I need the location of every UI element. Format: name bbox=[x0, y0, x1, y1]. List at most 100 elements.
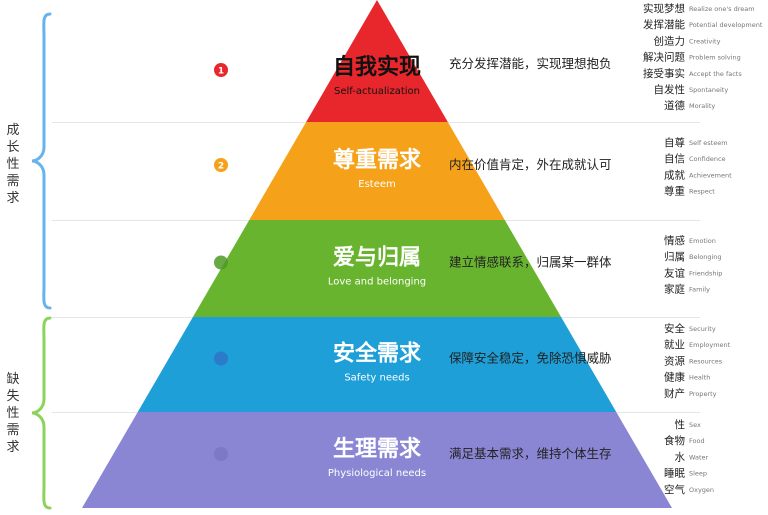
deficiency-needs-bracket bbox=[31, 316, 52, 510]
level-title-physiological: 生理需求 bbox=[333, 437, 421, 462]
item-label-en: Respect bbox=[689, 188, 715, 196]
item-label: 成就 bbox=[664, 168, 685, 181]
marker-dot bbox=[214, 351, 228, 366]
level-title-safety: 安全需求 bbox=[333, 341, 421, 367]
level-description-self-actualization: 充分发挥潜能，实现理想抱负 bbox=[449, 56, 612, 71]
item-label: 安全 bbox=[664, 322, 685, 335]
item-label-en: Accept the facts bbox=[689, 70, 742, 78]
pyramid: 自我实现 Self-actualization 尊重需求 Esteem 爱与归属 Love… bbox=[82, 0, 672, 508]
item-label: 水 bbox=[675, 451, 686, 463]
item-label-en: Achievement bbox=[689, 171, 732, 179]
item-label-en: Security bbox=[689, 325, 716, 333]
level-title-self-actualization: 自我实现 bbox=[333, 54, 421, 80]
item-label: 自信 bbox=[664, 152, 685, 165]
level-marker-self-actualization: 1 bbox=[214, 63, 228, 77]
item-label: 情感 bbox=[664, 234, 685, 247]
level-description-physiological: 满足基本需求，维持个体生存 bbox=[449, 446, 612, 461]
vertical-label-char: 缺 bbox=[6, 372, 19, 387]
item-label-en: Food bbox=[689, 437, 705, 445]
item-label-en: Water bbox=[689, 453, 709, 461]
level-marker-physiological bbox=[214, 447, 228, 461]
marker-dot bbox=[214, 63, 228, 77]
item-label: 解决问题 bbox=[643, 51, 685, 64]
item-label: 接受事实 bbox=[643, 67, 685, 80]
item-label: 食物 bbox=[664, 434, 685, 447]
item-label: 自尊 bbox=[664, 136, 685, 149]
item-label-en: Oxygen bbox=[689, 486, 714, 494]
level-marker-esteem: 2 bbox=[214, 158, 228, 172]
item-label-en: Resources bbox=[689, 357, 723, 365]
item-label-en: Self esteem bbox=[689, 139, 728, 147]
pyramid-band-love-belonging bbox=[192, 220, 562, 317]
pyramid-band-physiological bbox=[82, 412, 672, 508]
item-label-en: Confidence bbox=[689, 155, 726, 163]
item-label: 家庭 bbox=[664, 283, 685, 296]
marker-number: 2 bbox=[218, 162, 224, 172]
level-marker-safety bbox=[214, 351, 228, 366]
level-title-love-belonging: 爱与归属 bbox=[333, 246, 421, 271]
item-label-en: Sex bbox=[689, 421, 701, 429]
marker-dot bbox=[214, 447, 228, 461]
vertical-label-char: 失 bbox=[6, 389, 19, 404]
pyramid-level-esteem: 尊重需求 Esteem bbox=[249, 122, 505, 220]
vertical-label-char: 求 bbox=[6, 191, 19, 206]
pyramid-level-safety: 安全需求 Safety needs bbox=[137, 317, 617, 412]
item-label: 创造力 bbox=[654, 34, 686, 47]
item-label: 财产 bbox=[664, 387, 685, 400]
item-label-en: Belonging bbox=[689, 253, 722, 261]
pyramid-level-love-belonging: 爱与归属 Love and belonging bbox=[192, 220, 562, 317]
item-label: 睡眠 bbox=[664, 467, 685, 480]
marker-dot bbox=[214, 158, 228, 172]
item-label-en: Sleep bbox=[689, 470, 707, 478]
pyramid-band-esteem bbox=[249, 122, 505, 220]
item-label-en: Problem solving bbox=[689, 54, 741, 62]
level-title-esteem: 尊重需求 bbox=[333, 147, 421, 173]
vertical-label-char: 性 bbox=[6, 157, 19, 172]
item-label: 健康 bbox=[664, 371, 685, 384]
level-marker-love-belonging bbox=[214, 255, 228, 270]
item-label: 资源 bbox=[664, 354, 685, 367]
pyramid-level-physiological: 生理需求 Physiological needs bbox=[82, 412, 672, 508]
item-label: 空气 bbox=[664, 483, 685, 496]
item-label-en: Health bbox=[689, 374, 710, 382]
item-label: 自发性 bbox=[654, 83, 686, 96]
level-descriptions: 充分发挥潜能，实现理想抱负内在价值肯定，外在成就认可建立情感联系，归属某一群体保… bbox=[449, 56, 612, 461]
level-description-safety: 保障安全稳定，免除恐惧威胁 bbox=[449, 351, 612, 366]
item-label: 性 bbox=[675, 418, 686, 431]
level-subtitle-esteem: Esteem bbox=[358, 179, 396, 190]
item-label: 友谊 bbox=[664, 266, 685, 279]
item-label-en: Family bbox=[689, 286, 710, 294]
vertical-label-char: 性 bbox=[6, 406, 19, 421]
level-description-love-belonging: 建立情感联系，归属某一群体 bbox=[449, 255, 612, 270]
vertical-label-char: 长 bbox=[6, 140, 19, 155]
item-label: 就业 bbox=[664, 338, 685, 351]
marker-number: 1 bbox=[218, 67, 224, 77]
level-subtitle-love-belonging: Love and belonging bbox=[328, 277, 426, 288]
pyramid-band-self-actualization bbox=[306, 0, 448, 122]
level-subtitle-physiological: Physiological needs bbox=[328, 468, 426, 479]
growth-needs-bracket bbox=[31, 12, 52, 310]
level-description-esteem: 内在价值肯定，外在成就认可 bbox=[449, 157, 612, 172]
level-markers: 12 bbox=[214, 63, 228, 461]
vertical-label-char: 成 bbox=[6, 123, 19, 138]
item-label: 发挥潜能 bbox=[643, 18, 685, 31]
vertical-label-char: 求 bbox=[6, 440, 19, 455]
pyramid-band-safety bbox=[137, 317, 617, 412]
level-subtitle-safety: Safety needs bbox=[344, 373, 409, 384]
item-label-en: Realize one's dream bbox=[689, 5, 755, 13]
level-subtitle-self-actualization: Self-actualization bbox=[334, 86, 420, 97]
item-label: 尊重 bbox=[664, 185, 685, 198]
item-label-en: Friendship bbox=[689, 269, 722, 277]
item-label-en: Creativity bbox=[689, 37, 721, 45]
pyramid-level-self-actualization: 自我实现 Self-actualization bbox=[306, 0, 448, 122]
item-label-en: Potential development bbox=[689, 21, 763, 29]
